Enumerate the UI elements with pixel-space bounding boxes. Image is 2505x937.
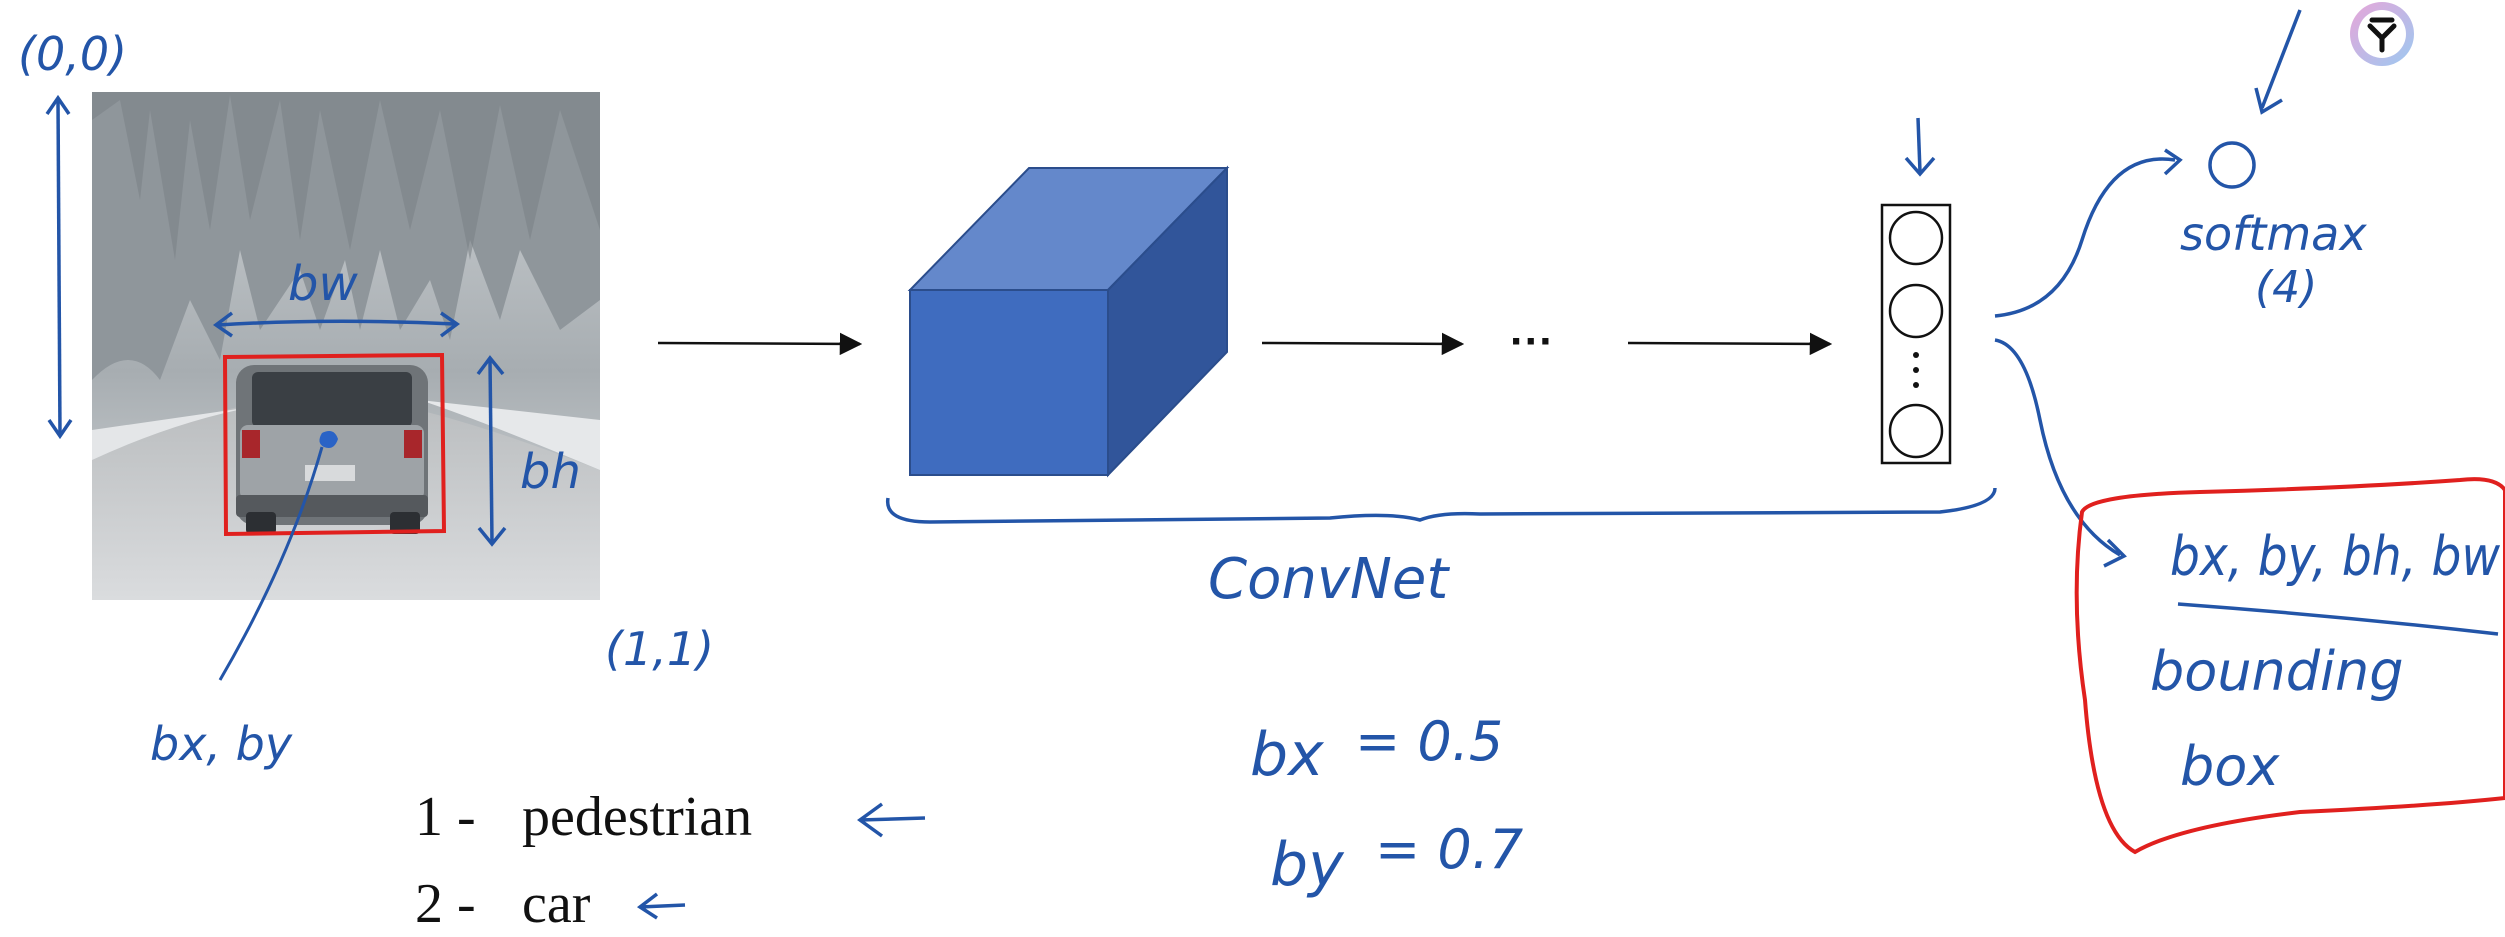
block-arrow [1261, 332, 1465, 356]
equation-rhs: = 0.7 [1375, 818, 1523, 881]
class-number: 2 - [415, 873, 476, 935]
bbox-params: bx, by, bh, bw [2170, 525, 2501, 588]
car-bounding-box [222, 352, 447, 537]
layers-ellipsis: ··· [1510, 317, 1554, 366]
y-axis-arrow [45, 94, 73, 440]
center-label: bx, by [150, 717, 293, 771]
box-center-dot [319, 431, 338, 448]
class-number: 1 - [415, 786, 476, 848]
fc-neuron [1888, 403, 1944, 459]
softmax-label: softmax [2180, 207, 2367, 261]
fc-neuron [1888, 210, 1944, 266]
convnet-label: ConvNet [1208, 547, 1450, 612]
class-name: car [522, 873, 591, 935]
fc-pointer-arrow [1904, 117, 1936, 177]
equation-rhs: = 0.5 [1355, 710, 1503, 773]
car-photo [92, 92, 600, 600]
bh-arrow [476, 355, 507, 547]
bbox-callout [2074, 477, 2505, 855]
fc-layer [1880, 203, 1952, 465]
class-name: pedestrian [522, 786, 752, 848]
bbox-caption-line2: box [2180, 735, 2280, 798]
conv-block [907, 165, 1230, 478]
bbox-branch [1994, 338, 2121, 557]
fc-neuron [1888, 283, 1944, 339]
bbox-caption-line1: bounding [2150, 640, 2404, 703]
ellipsis-arrow [1627, 332, 1833, 356]
input-arrow [657, 332, 863, 356]
bh-label: bh [520, 444, 581, 500]
corner-label: (1,1) [605, 622, 714, 676]
softmax-branch [1994, 157, 2176, 318]
center-pointer-line [218, 446, 324, 681]
coursera-logo [2350, 2, 2414, 66]
class-list: 1 - pedestrian 2 - car [415, 786, 926, 935]
softmax-count: (4) [2255, 262, 2317, 313]
convnet-brace [886, 487, 1997, 524]
bbox-underline [2177, 602, 2499, 636]
bw-label: bw [288, 256, 358, 312]
equations: bx = 0.5 by = 0.7 [1250, 710, 1523, 900]
softmax-unit [2208, 141, 2256, 189]
softmax-pointer-arrow [2260, 9, 2302, 109]
equation-lhs: by [1270, 830, 1345, 900]
origin-label: (0,0) [18, 27, 127, 81]
bw-arrow [213, 311, 460, 338]
equation-lhs: bx [1250, 720, 1324, 790]
